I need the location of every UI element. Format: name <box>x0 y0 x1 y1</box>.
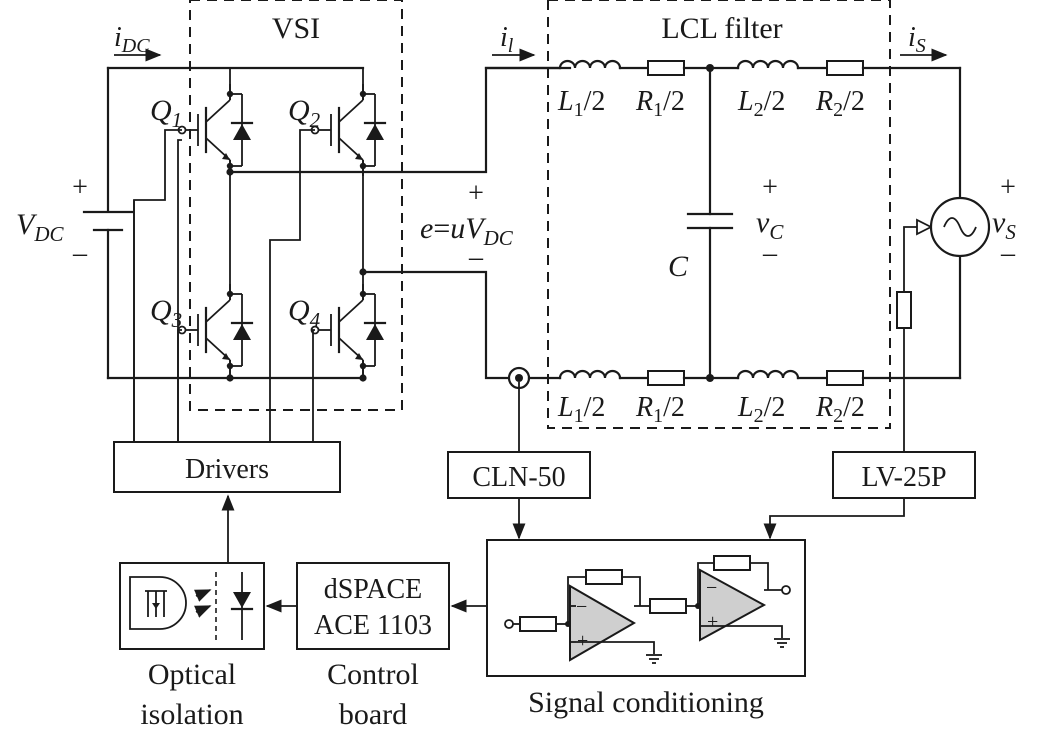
capacitor-label: C <box>668 250 689 283</box>
dspace-block <box>296 562 450 650</box>
opamp2-plus: + <box>707 611 718 633</box>
l2-top-label: L2/2 <box>737 86 785 121</box>
opamp1-minus: − <box>576 596 587 618</box>
inverter-output-top <box>228 66 572 174</box>
resistor-r2-top <box>826 60 864 76</box>
vc-minus: – <box>762 238 778 269</box>
idc-label: iDC <box>114 22 150 57</box>
dspace-label-line1: dSPACE <box>324 574 423 605</box>
opamp1-plus: + <box>577 630 588 652</box>
igbt-q4 <box>310 282 387 378</box>
optical-isolation-label-line2: isolation <box>140 698 243 731</box>
vdc-plus: + <box>72 172 88 203</box>
resistor-r1-bottom <box>647 370 685 386</box>
r2-bottom-label: R2/2 <box>815 392 865 427</box>
q2-label: Q2 <box>288 94 321 132</box>
r2-top-label: R2/2 <box>815 86 865 121</box>
inverter-output-bottom <box>361 270 510 380</box>
inductor-l1-bottom <box>558 369 622 380</box>
inductor-l2-top <box>736 59 800 70</box>
l1-top-label: L1/2 <box>557 86 605 121</box>
e-minus: – <box>468 242 484 273</box>
r1-top-label: R1/2 <box>635 86 685 121</box>
lv25p-block <box>832 451 976 499</box>
drivers-block <box>113 441 341 493</box>
dc-source <box>82 66 134 380</box>
vdc-minus: – <box>72 238 88 269</box>
l1-bottom-label: L1/2 <box>557 392 605 427</box>
igbt-q2 <box>310 82 387 178</box>
vdc-label: VDC <box>16 208 64 246</box>
r1-bottom-label: R1/2 <box>635 392 685 427</box>
q3-label: Q3 <box>150 294 182 332</box>
opamp2-minus: − <box>706 577 717 599</box>
igbt-q3 <box>177 282 254 378</box>
voltage-sensor-resistor <box>896 291 912 329</box>
l2-bottom-label: L2/2 <box>737 392 785 427</box>
opamp-circuit <box>504 555 791 664</box>
control-board-label-line2: board <box>339 698 407 731</box>
optocoupler-icon <box>129 572 254 640</box>
q4-label: Q4 <box>288 294 321 332</box>
resistor-r2-bottom <box>826 370 864 386</box>
inductor-l2-bottom <box>736 369 800 380</box>
lv25p-label: LV-25P <box>861 462 946 493</box>
lcl-filter-label: LCL filter <box>661 12 782 45</box>
resistor-r1-top <box>647 60 685 76</box>
vs-label: vS <box>992 206 1016 244</box>
optical-isolation-label-line1: Optical <box>148 658 236 691</box>
control-board-label-line1: Control <box>327 658 419 691</box>
e-label: e=uVDC <box>420 212 514 250</box>
il-label: il <box>500 22 514 57</box>
filter-capacitor <box>686 64 734 382</box>
cln50-block <box>447 451 591 499</box>
vsi-dashed-box <box>189 0 403 411</box>
vc-label: vC <box>756 206 784 244</box>
is-label: iS <box>908 22 926 57</box>
vc-plus: + <box>762 172 778 203</box>
dspace-label-line2: ACE 1103 <box>314 610 432 641</box>
sine-icon <box>943 217 977 237</box>
drivers-label: Drivers <box>185 454 269 485</box>
vsi-label: VSI <box>272 12 320 45</box>
vs-plus: + <box>1000 172 1016 203</box>
cln50-label: CLN-50 <box>472 462 565 493</box>
vs-minus: – <box>1000 238 1016 269</box>
signal-conditioning-label: Signal conditioning <box>528 686 764 719</box>
q1-label: Q1 <box>150 94 182 132</box>
e-plus: + <box>468 178 484 209</box>
lcl-filter-dashed-box <box>547 0 891 429</box>
